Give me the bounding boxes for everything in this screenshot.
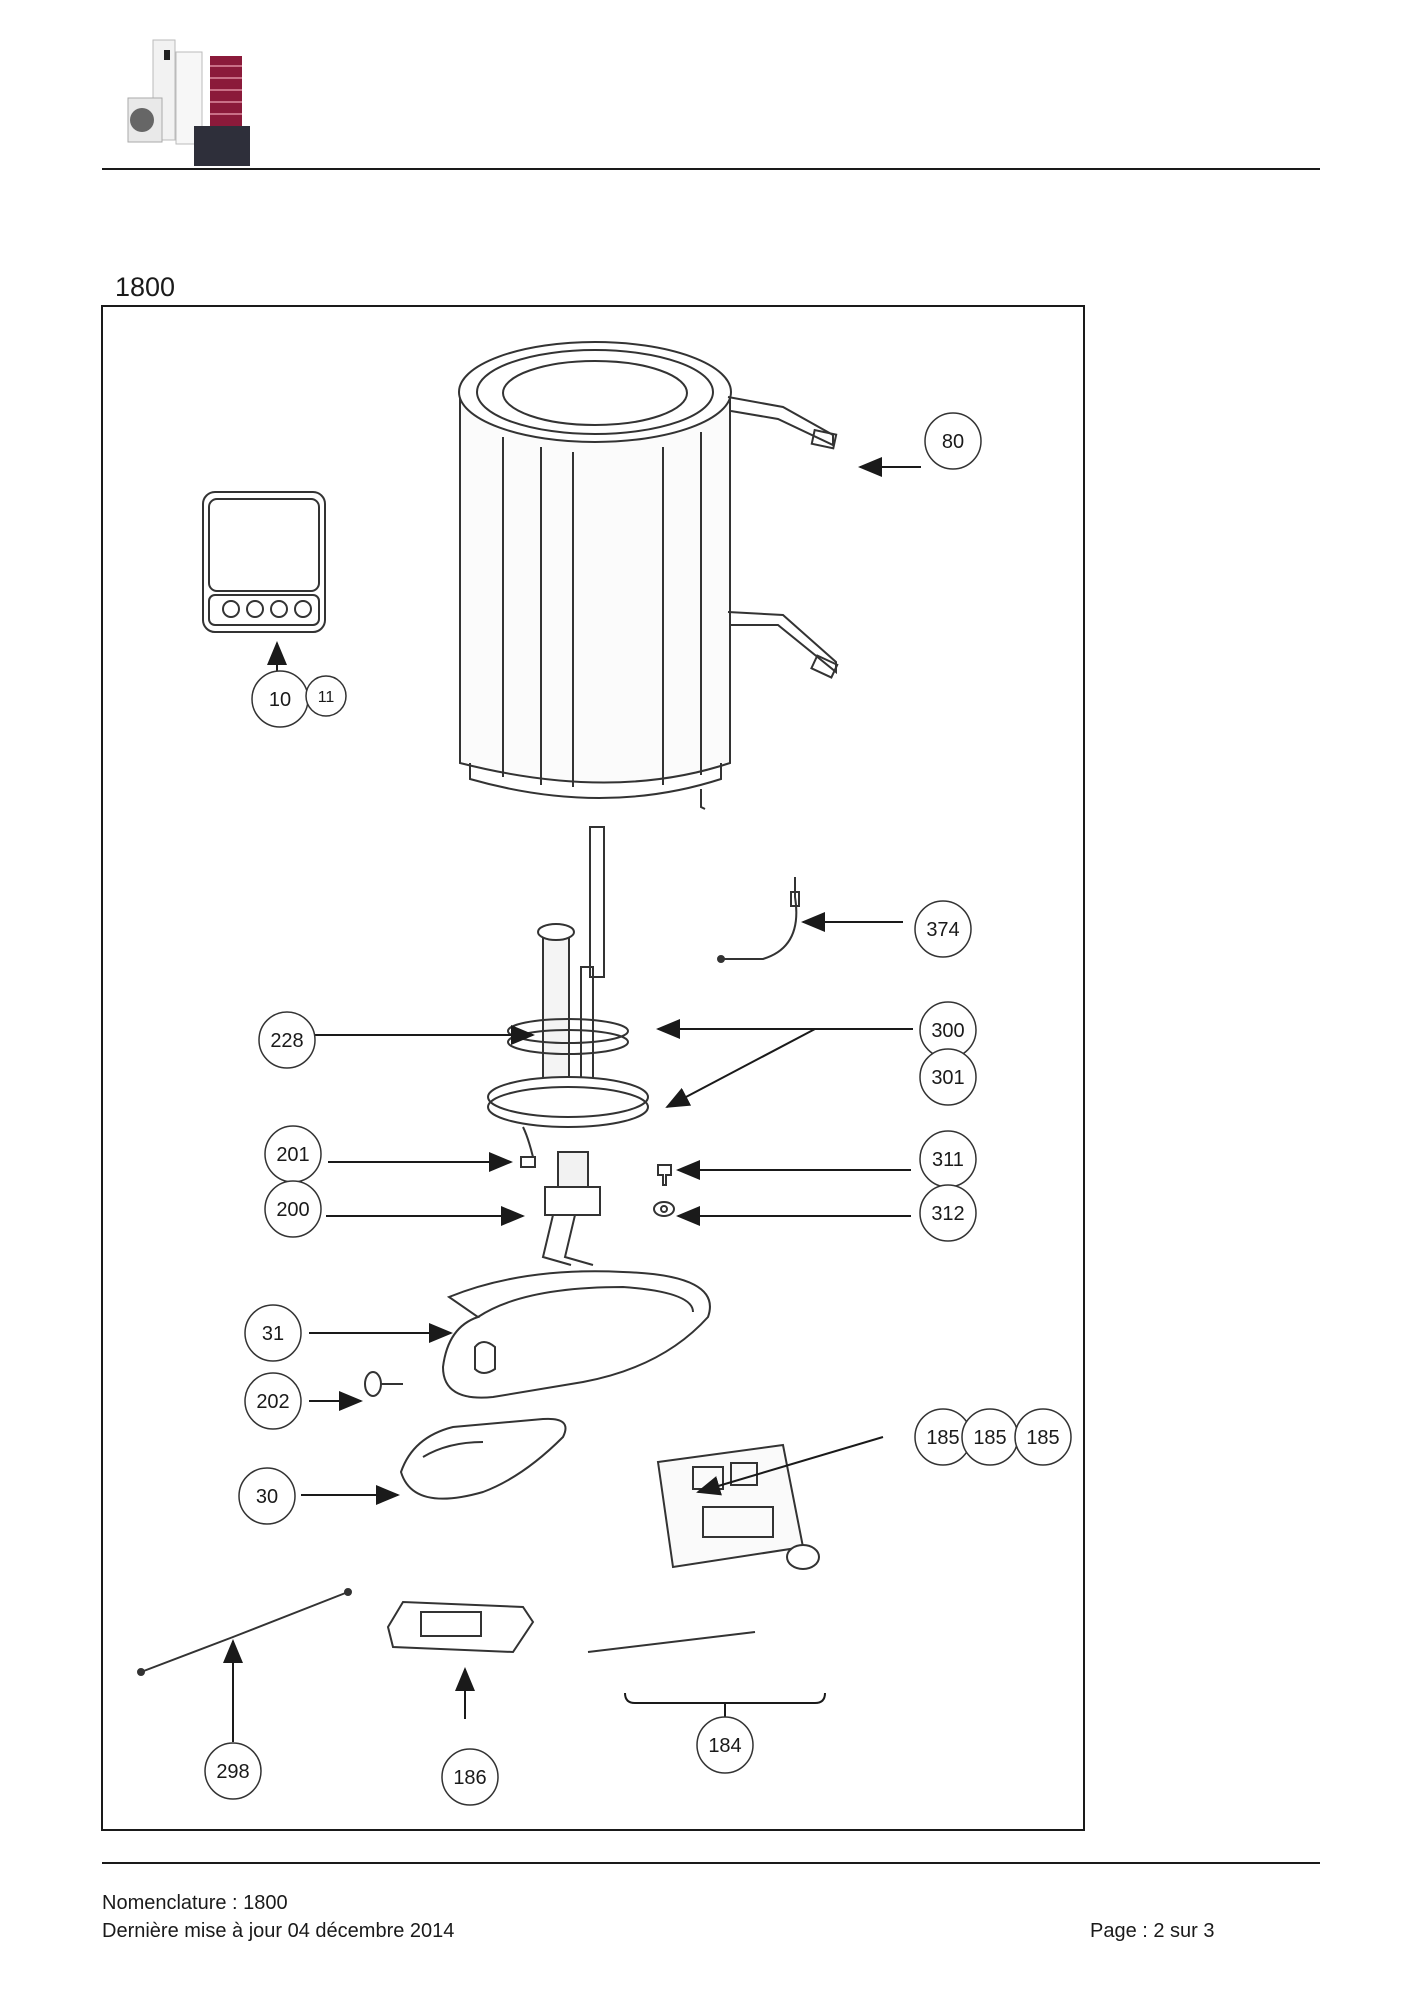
knob — [364, 1371, 403, 1397]
brand-logo — [118, 30, 258, 170]
callout-label-185c: 185 — [1026, 1427, 1059, 1449]
connector-block — [520, 1126, 601, 1266]
callout-label-80: 80 — [942, 431, 964, 453]
callout-label-185b: 185 — [973, 1427, 1006, 1449]
callout-label-200: 200 — [276, 1199, 309, 1221]
wire-harness — [137, 1588, 352, 1676]
control-panel — [202, 491, 326, 633]
callout-label-301: 301 — [931, 1067, 964, 1089]
callout-label-184: 184 — [708, 1735, 741, 1757]
callout-label-300: 300 — [931, 1020, 964, 1042]
callout-228 — [258, 1011, 316, 1069]
callout-186 — [441, 1748, 499, 1806]
callout-11 — [305, 675, 347, 717]
callout-184 — [696, 1716, 754, 1774]
thermostat-wire — [717, 877, 800, 963]
callout-label-10: 10 — [269, 689, 291, 711]
callout-label-30: 30 — [256, 1486, 278, 1508]
callout-31 — [244, 1304, 302, 1362]
water-heater-tank — [458, 341, 839, 810]
footer-page-number: Page : 2 sur 3 — [1090, 1920, 1215, 1942]
footer-rule — [102, 1862, 1320, 1864]
callout-374 — [914, 900, 972, 958]
display-module — [386, 1600, 535, 1654]
header-rule — [102, 168, 1320, 170]
callout-label-298: 298 — [216, 1761, 249, 1783]
callout-label-185a: 185 — [926, 1427, 959, 1449]
callout-label-202: 202 — [256, 1391, 289, 1413]
bottom-cover — [441, 1270, 711, 1399]
callout-185c — [1014, 1408, 1072, 1466]
callout-label-311: 311 — [932, 1149, 964, 1171]
callout-200 — [264, 1180, 322, 1238]
callout-label-228: 228 — [270, 1030, 303, 1052]
callout-298 — [204, 1742, 262, 1800]
callout-30 — [238, 1467, 296, 1525]
callout-label-374: 374 — [926, 919, 959, 941]
callout-80 — [924, 412, 982, 470]
inner-cover — [399, 1417, 567, 1500]
page-title: 1800 — [115, 272, 176, 302]
exploded-diagram: 80 10 11 374 228 300 301 201 311 200 312… — [101, 305, 1085, 1831]
screw-nut — [653, 1164, 675, 1217]
heating-element — [487, 826, 649, 1128]
leader-lines — [223, 457, 921, 1742]
callout-label-186: 186 — [453, 1767, 486, 1789]
footer-updated: Dernière mise à jour 04 décembre 2014 — [102, 1920, 455, 1942]
callout-label-201: 201 — [276, 1144, 309, 1166]
electronic-board — [587, 1443, 820, 1653]
exploded-diagram-svg: 80 10 11 374 228 300 301 201 311 200 312… — [137, 341, 1072, 1806]
callout-label-11: 11 — [318, 689, 335, 706]
footer-nomenclature: Nomenclature : 1800 — [102, 1892, 288, 1914]
callout-301 — [919, 1048, 977, 1106]
callout-202 — [244, 1372, 302, 1430]
callout-label-31: 31 — [262, 1323, 284, 1345]
callout-312 — [919, 1184, 977, 1242]
callout-label-312: 312 — [931, 1203, 964, 1225]
